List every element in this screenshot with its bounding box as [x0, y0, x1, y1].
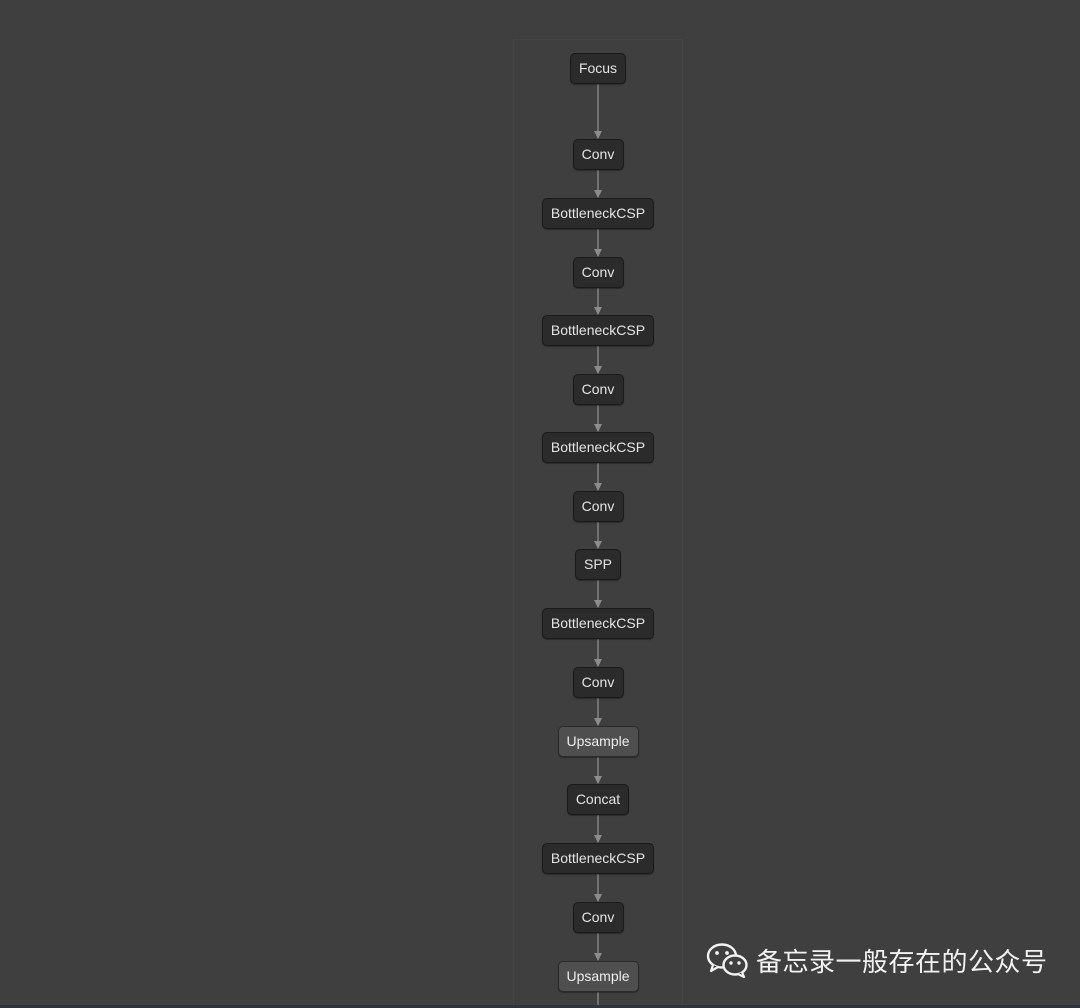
watermark-text: 备忘录一般存在的公众号 [756, 947, 1048, 978]
node-conv[interactable]: Conv [572, 139, 624, 170]
wechat-icon [706, 943, 748, 978]
node-concat[interactable]: Concat [567, 784, 629, 815]
node-bottleneckcsp[interactable]: BottleneckCSP [542, 432, 654, 463]
node-upsample[interactable]: Upsample [557, 961, 639, 992]
node-spp[interactable]: SPP [575, 549, 621, 580]
node-conv[interactable]: Conv [572, 491, 624, 522]
node-conv[interactable]: Conv [572, 902, 624, 933]
node-bottleneckcsp[interactable]: BottleneckCSP [542, 198, 654, 229]
node-focus[interactable]: Focus [570, 53, 626, 84]
node-conv[interactable]: Conv [572, 667, 624, 698]
node-conv[interactable]: Conv [572, 257, 624, 288]
bottom-edge [0, 1005, 1080, 1008]
node-conv[interactable]: Conv [572, 374, 624, 405]
node-bottleneckcsp[interactable]: BottleneckCSP [542, 843, 654, 874]
node-upsample[interactable]: Upsample [557, 726, 639, 757]
node-bottleneckcsp[interactable]: BottleneckCSP [542, 608, 654, 639]
node-bottleneckcsp[interactable]: BottleneckCSP [542, 315, 654, 346]
watermark: 备忘录一般存在的公众号 [706, 940, 1048, 980]
